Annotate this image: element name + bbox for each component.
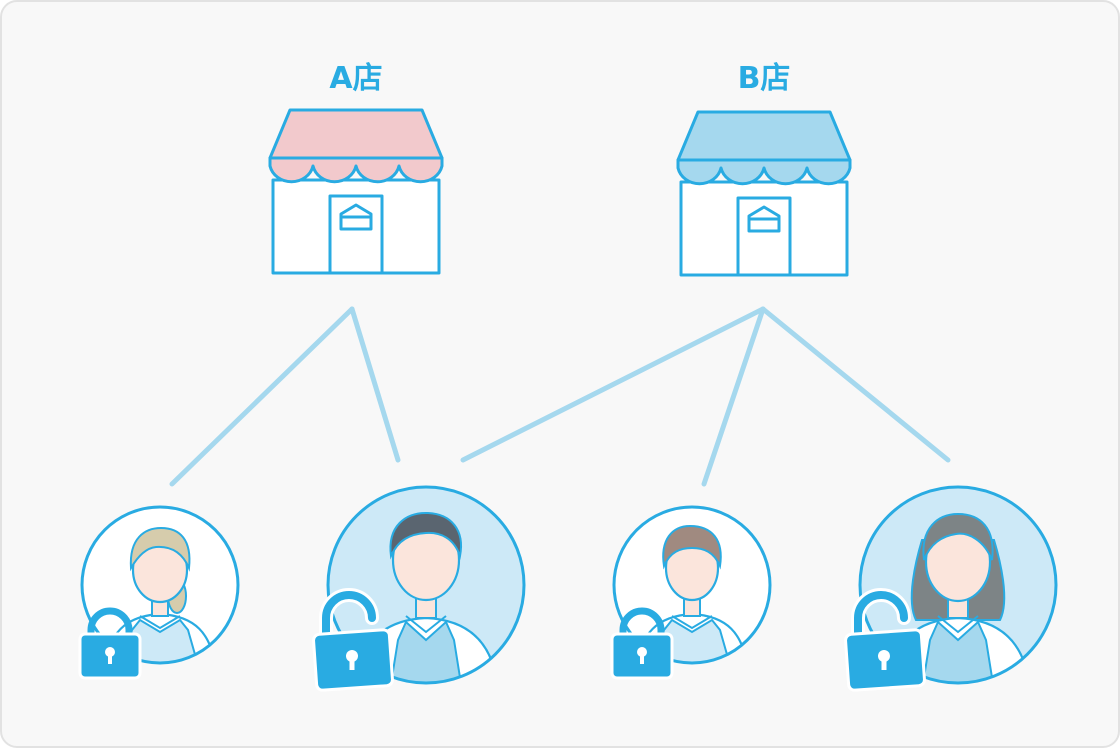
connector-b-staff-4 xyxy=(760,306,951,463)
staff-2-unlocked-lock-icon xyxy=(312,588,394,692)
connector-b-staff-3 xyxy=(701,306,766,487)
store-a-icon xyxy=(268,108,444,275)
store-b-icon xyxy=(676,110,852,277)
store-b: B店 xyxy=(676,61,852,277)
connector-a-staff-2 xyxy=(349,306,401,463)
store-b-label: B店 xyxy=(738,61,791,96)
staff-4-unlocked-lock-icon xyxy=(844,588,926,692)
connector-lines xyxy=(169,306,951,487)
store-a-label: A店 xyxy=(329,61,382,96)
connector-b-staff-2 xyxy=(460,306,766,463)
store-a-awning xyxy=(268,108,444,160)
connector-a-staff-1 xyxy=(169,306,355,487)
store-a: A店 xyxy=(268,61,444,275)
staff-1-locked-lock-icon xyxy=(78,607,142,680)
store-b-awning xyxy=(676,110,852,162)
staff-3-locked-lock-icon xyxy=(610,607,674,680)
